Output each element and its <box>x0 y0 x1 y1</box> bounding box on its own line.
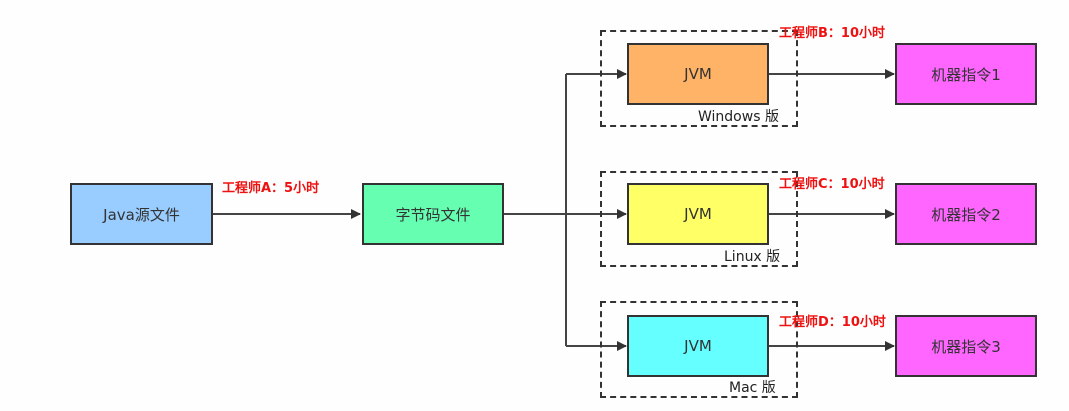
machine-instruction-1-box: 机器指令1 <box>895 43 1037 105</box>
mac-platform-group <box>600 301 798 398</box>
engineer-d-label: 工程师D：10小时 <box>779 315 886 330</box>
mac-platform-label: Mac 版 <box>729 380 776 396</box>
engineer-c-label: 工程师C：10小时 <box>779 177 885 192</box>
machine-instruction-3-box: 机器指令3 <box>895 315 1037 377</box>
engineer-b-label: 工程师B：10小时 <box>779 26 885 41</box>
machine-instruction-2-box: 机器指令2 <box>895 183 1037 245</box>
windows-platform-group <box>600 30 798 127</box>
java-source-file-box: Java源文件 <box>70 183 213 245</box>
bytecode-file-box: 字节码文件 <box>362 183 504 245</box>
linux-platform-group <box>600 171 798 267</box>
jvm-linux-box: JVM <box>627 183 769 245</box>
jvm-mac-box: JVM <box>627 315 769 377</box>
windows-platform-label: Windows 版 <box>698 109 779 125</box>
jvm-windows-box: JVM <box>627 43 769 105</box>
linux-platform-label: Linux 版 <box>724 249 781 265</box>
engineer-a-label: 工程师A：5小时 <box>222 181 320 196</box>
